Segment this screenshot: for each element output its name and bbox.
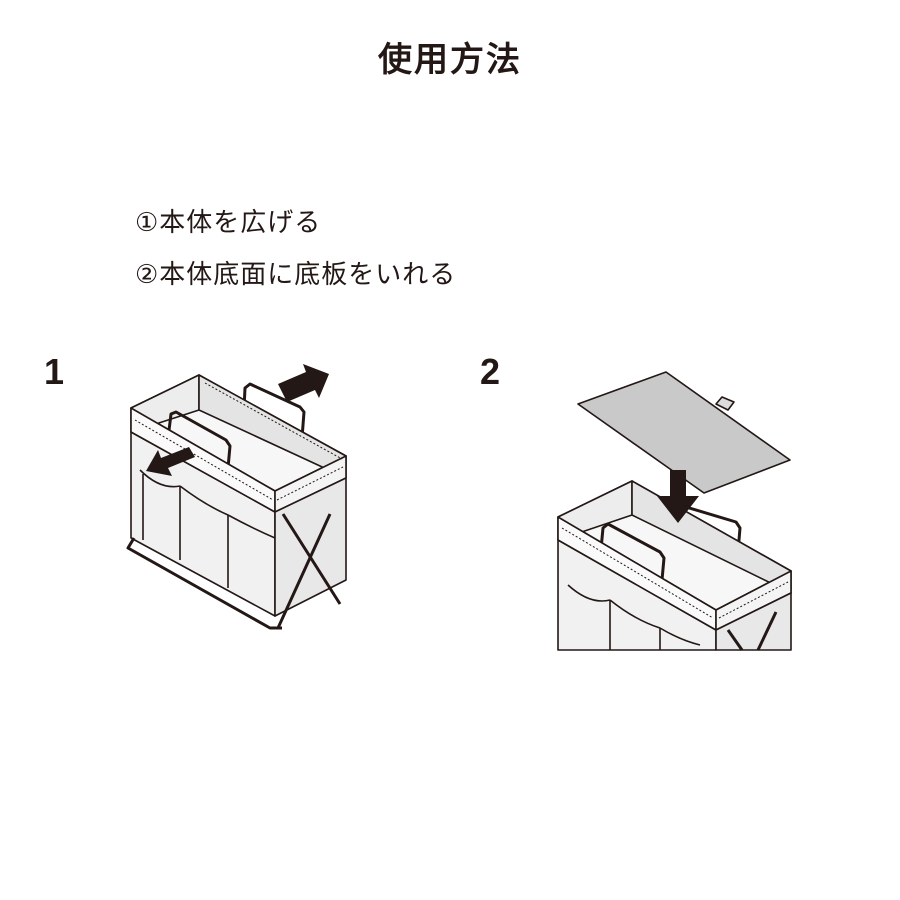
instruction-step-1: ①本体を広げる xyxy=(135,208,322,238)
step-number-1: 1 xyxy=(44,351,65,392)
page-title: 使用方法 xyxy=(378,40,522,80)
instruction-list: ①本体を広げる ②本体底面に底板をいれる xyxy=(135,205,456,309)
step-number-2: 2 xyxy=(480,351,501,392)
instruction-step-2: ②本体底面に底板をいれる xyxy=(135,260,457,290)
